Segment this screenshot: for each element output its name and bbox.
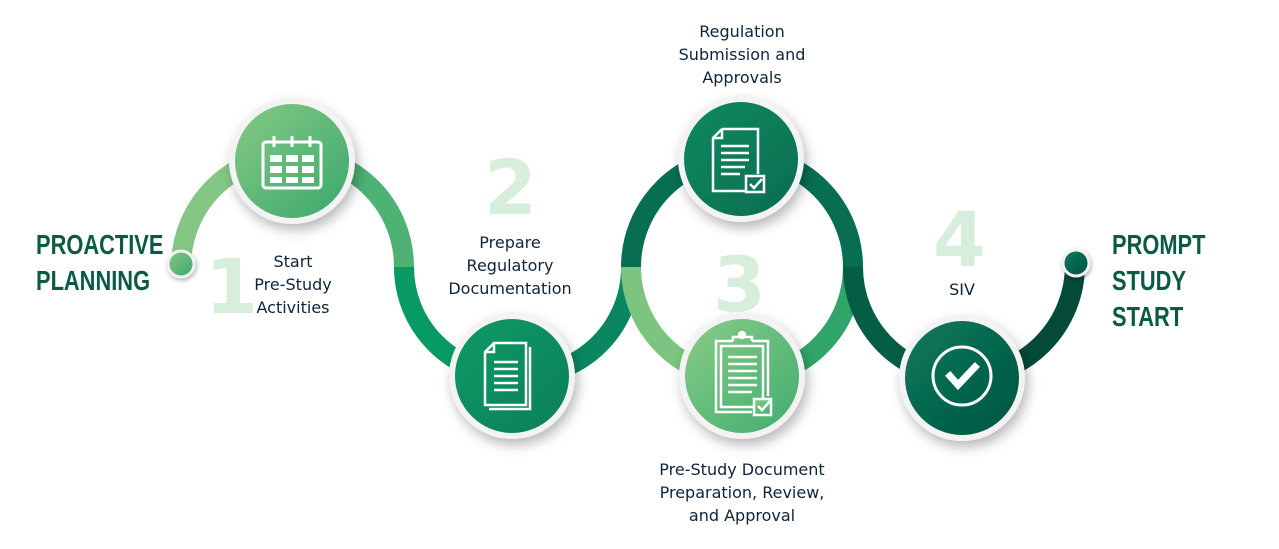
step-number-4: 4 [933, 195, 986, 284]
step-2-label: Prepare Regulatory Documentation [448, 233, 572, 298]
step-number-1: 1 [205, 242, 258, 331]
headline-right: PROMPT STUDY START [1112, 229, 1206, 332]
check-circle-icon [931, 345, 993, 407]
start-dot [166, 249, 196, 279]
calendar-grid [270, 155, 314, 183]
step-4-label: SIV [949, 280, 975, 299]
step-number-2: 2 [484, 143, 537, 232]
end-dot [1061, 248, 1091, 278]
step-number-3: 3 [713, 240, 766, 329]
clipboard-check-icon [714, 330, 773, 417]
document-icon [483, 341, 532, 411]
document-check-icon [711, 127, 766, 194]
step-1-label: Start Pre-Study Activities [254, 252, 332, 317]
step-3b-label: Pre-Study Document Preparation, Review, … [659, 460, 825, 525]
headline-left: PROACTIVE PLANNING [36, 229, 164, 296]
calendar-icon [261, 136, 323, 190]
step-3a-label: Regulation Submission and Approvals [678, 22, 806, 87]
